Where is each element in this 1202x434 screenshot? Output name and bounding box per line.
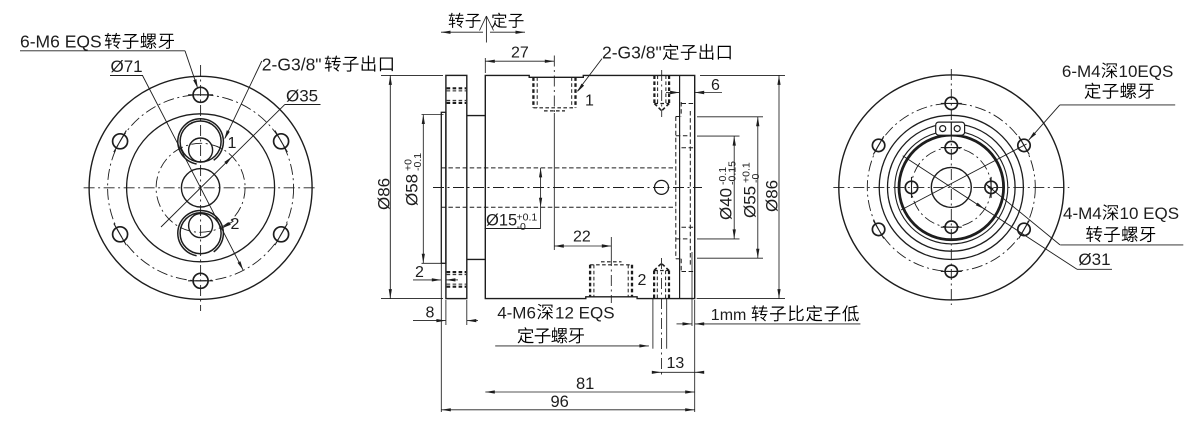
svg-text:-0.15: -0.15 — [727, 161, 739, 185]
svg-text:1mm: 1mm — [711, 307, 747, 324]
svg-text:Ø35: Ø35 — [286, 87, 318, 106]
svg-text:-0.1: -0.1 — [717, 167, 729, 185]
svg-text:+0: +0 — [403, 159, 415, 171]
svg-text:+0.1: +0.1 — [517, 212, 538, 224]
svg-text:Ø86: Ø86 — [762, 180, 781, 212]
svg-text:8: 8 — [426, 305, 435, 322]
svg-text:22: 22 — [573, 229, 591, 246]
svg-text:-0.1: -0.1 — [412, 153, 424, 171]
svg-text:81: 81 — [576, 375, 594, 393]
svg-text:6: 6 — [711, 77, 720, 94]
svg-text:Ø86: Ø86 — [374, 178, 393, 210]
svg-text:2: 2 — [415, 264, 424, 281]
svg-text:6-M4: 6-M4 — [1062, 62, 1101, 81]
svg-text:12 EQS: 12 EQS — [555, 303, 615, 322]
svg-text:27: 27 — [511, 44, 529, 61]
svg-text:Ø71: Ø71 — [111, 57, 143, 76]
svg-text:Ø58: Ø58 — [403, 174, 422, 206]
svg-text:Ø55: Ø55 — [740, 186, 759, 218]
svg-text:96: 96 — [551, 393, 569, 411]
svg-text:Ø31: Ø31 — [1078, 250, 1110, 269]
svg-text:13: 13 — [667, 355, 685, 372]
svg-text:2: 2 — [231, 216, 240, 233]
svg-text:2-G3/8": 2-G3/8" — [262, 54, 322, 74]
svg-text:1: 1 — [585, 93, 594, 110]
svg-text:4-M4: 4-M4 — [1063, 204, 1102, 223]
svg-text:4-M6: 4-M6 — [497, 303, 536, 322]
svg-text:Ø40: Ø40 — [717, 188, 736, 220]
svg-text:+0.1: +0.1 — [741, 162, 753, 183]
svg-text:-0: -0 — [517, 221, 526, 233]
svg-text:10 EQS: 10 EQS — [1120, 204, 1180, 223]
svg-text:6-M6 EQS: 6-M6 EQS — [20, 32, 102, 52]
svg-text:2-G3/8": 2-G3/8" — [602, 43, 662, 63]
svg-text:2: 2 — [638, 272, 647, 289]
svg-text:-0: -0 — [750, 174, 762, 183]
svg-text:10EQS: 10EQS — [1119, 62, 1174, 81]
svg-text:Ø15: Ø15 — [486, 212, 517, 230]
svg-text:1: 1 — [228, 135, 237, 152]
